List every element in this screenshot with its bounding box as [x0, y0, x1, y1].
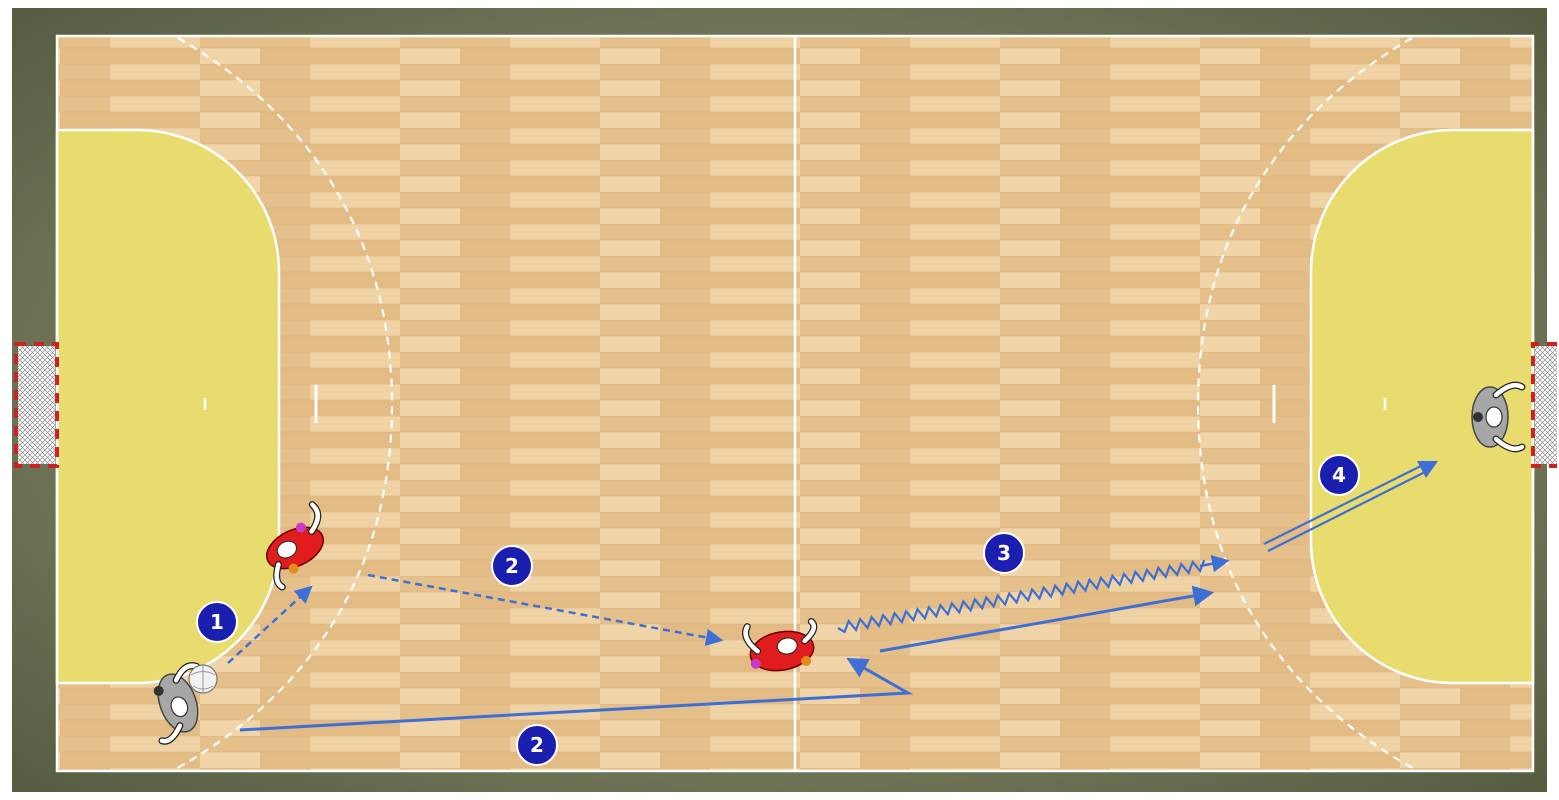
step-2-badge-upper: 2	[492, 546, 532, 586]
left-goal-area	[57, 130, 279, 683]
step-3-badge: 3	[984, 533, 1024, 573]
step-2-label-lower: 2	[530, 733, 544, 757]
step-1-badge: 1	[197, 602, 237, 642]
step-2-badge-lower: 2	[517, 725, 557, 765]
handball-ball	[189, 665, 217, 693]
step-3-label: 3	[997, 541, 1011, 565]
left-goal	[16, 344, 57, 466]
step-2-label-upper: 2	[505, 554, 519, 578]
step-4-label: 4	[1332, 463, 1346, 487]
step-4-badge: 4	[1319, 455, 1359, 495]
step-1-label: 1	[210, 610, 224, 634]
right-goal	[1533, 344, 1557, 466]
